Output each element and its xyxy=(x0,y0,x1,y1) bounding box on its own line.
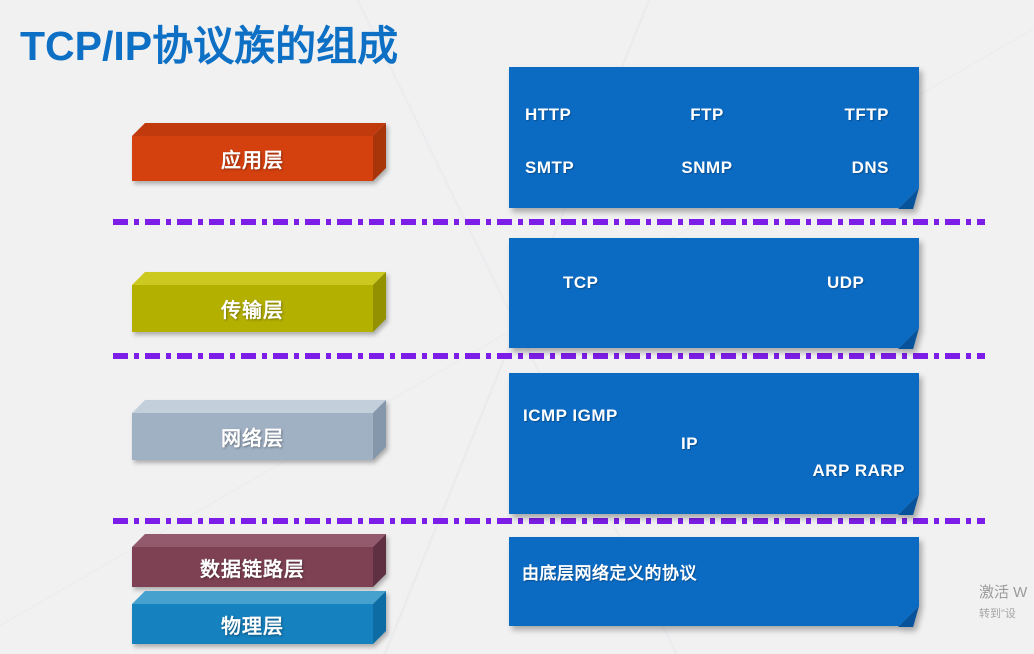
protocol-box-face xyxy=(509,537,919,626)
layer-box-physical: 物理层 xyxy=(132,591,386,644)
protocol-snmp: SNMP xyxy=(681,158,733,177)
protocol-box-network: ICMP IGMP IP ARP RARP xyxy=(509,373,919,515)
watermark-line2: 转到"设 xyxy=(979,608,1016,620)
layer-box-application: 应用层 xyxy=(132,123,386,181)
protocol-box-link-physical: 由底层网络定义的协议 xyxy=(509,537,919,627)
protocol-ftp: FTP xyxy=(690,105,724,124)
windows-activation-watermark: 激活 W 转到"设 xyxy=(979,581,1027,621)
protocol-tcp: TCP xyxy=(563,273,599,292)
layer-label-physical: 物理层 xyxy=(221,615,284,638)
protocol-row: SMTP SNMP DNS xyxy=(525,158,889,178)
protocol-smtp: SMTP xyxy=(525,158,575,177)
protocol-arp-rarp: ARP RARP xyxy=(812,461,905,480)
page-title: TCP/IP协议族的组成 xyxy=(20,23,399,69)
layer-box-front-face: 应用层 xyxy=(132,136,373,181)
layer-divider-1 xyxy=(113,219,985,225)
protocol-ip: IP xyxy=(681,434,699,453)
protocol-box-face xyxy=(509,373,919,514)
watermark-line1: 激活 W xyxy=(979,584,1028,601)
layer-box-front-face: 数据链路层 xyxy=(132,547,373,587)
layer-label-application: 应用层 xyxy=(221,150,284,172)
layer-divider-2 xyxy=(113,353,985,359)
layer-label-datalink: 数据链路层 xyxy=(200,558,305,581)
protocol-tftp: TFTP xyxy=(844,105,889,124)
layer-box-network: 网络层 xyxy=(132,400,386,460)
protocol-dns: DNS xyxy=(851,158,889,177)
protocol-box-face xyxy=(509,238,919,348)
protocol-box-application: HTTP FTP TFTP SMTP SNMP DNS xyxy=(509,67,919,209)
layer-divider-3 xyxy=(113,518,985,524)
layer-box-datalink: 数据链路层 xyxy=(132,534,386,587)
protocol-udp: UDP xyxy=(827,273,865,292)
protocol-icmp-igmp: ICMP IGMP xyxy=(523,406,618,425)
protocol-http: HTTP xyxy=(525,105,572,124)
layer-box-front-face: 网络层 xyxy=(132,413,373,460)
layer-label-network: 网络层 xyxy=(221,428,284,450)
protocol-box-face xyxy=(509,67,919,208)
layer-box-transport: 传输层 xyxy=(132,272,386,332)
protocol-row: HTTP FTP TFTP xyxy=(525,105,889,125)
layer-box-front-face: 传输层 xyxy=(132,285,373,332)
layer-label-transport: 传输层 xyxy=(221,300,284,322)
protocol-underlying-network-label: 由底层网络定义的协议 xyxy=(522,564,697,583)
layer-box-front-face: 物理层 xyxy=(132,604,373,644)
protocol-box-transport: TCP UDP xyxy=(509,238,919,349)
